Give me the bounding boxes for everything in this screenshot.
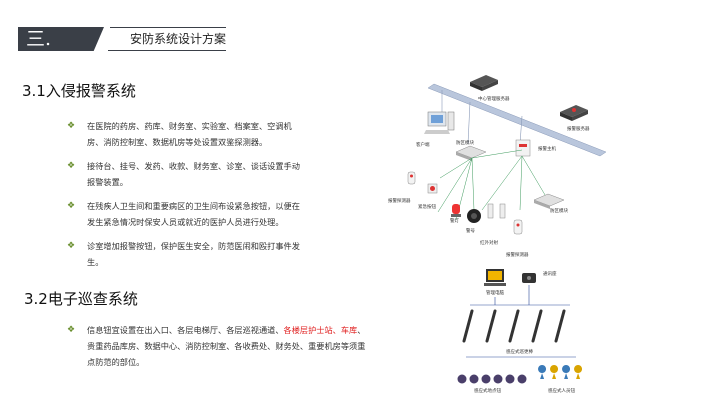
patrol-sticks-icon bbox=[462, 309, 566, 343]
label-detector-2: 报警探测器 bbox=[506, 251, 529, 258]
label-zone-module-1: 防区模块 bbox=[456, 139, 474, 146]
network-backbone bbox=[427, 83, 607, 157]
label-patrol-stick: 感应式巡更棒 bbox=[506, 348, 533, 355]
bullet-item: ❖ 信息钮宜设置在出入口、各层电梯厅、各层巡视通道、各楼层护士站、车库、贵重药品库… bbox=[67, 322, 367, 370]
diamond-bullet-icon: ❖ bbox=[67, 161, 76, 171]
alarm-server-icon bbox=[560, 105, 588, 121]
section-number-block: 三. bbox=[18, 27, 104, 51]
detector-1-icon bbox=[407, 171, 416, 185]
label-person-button: 感应式人员钮 bbox=[548, 387, 575, 394]
bullet-text: 诊室增加报警按钮，保护医生安全，防范医闹和殴打事件发生。 bbox=[87, 241, 300, 267]
label-computer: 管理电脑 bbox=[486, 289, 504, 296]
bullet-text-highlight: 各楼层护士站、车库 bbox=[283, 325, 358, 335]
diamond-bullet-icon: ❖ bbox=[67, 201, 76, 211]
label-siren: 警号 bbox=[466, 227, 475, 234]
section-number: 三. bbox=[26, 28, 52, 50]
label-client: 客户端 bbox=[416, 141, 430, 148]
intrusion-alarm-diagram: 中心管理服务器 报警服务器 客户端 防区模块 报警主机 报警探测器 紧急按钮 bbox=[388, 75, 607, 258]
center-server-icon bbox=[470, 75, 498, 91]
diamond-bullet-icon: ❖ bbox=[67, 325, 76, 335]
bullet-text-part2: 、贵重药品库房、数据中心、消防控制室、各收费处、财务处、重要机房等须重点防范的部… bbox=[87, 325, 366, 367]
zone-module-1-icon bbox=[455, 145, 487, 161]
point-buttons-icon bbox=[457, 374, 527, 384]
header-bottom-line bbox=[108, 50, 226, 51]
section1-title: 3.1入侵报警系统 bbox=[22, 82, 136, 100]
detector-2-icon bbox=[513, 219, 523, 235]
label-zone-module-2: 防区模块 bbox=[550, 207, 568, 214]
label-center-server: 中心管理服务器 bbox=[478, 95, 510, 102]
label-point-button: 感应式地点钮 bbox=[474, 387, 501, 394]
label-alarm-server: 报警服务器 bbox=[567, 125, 590, 132]
bullet-item: ❖ 在残疾人卫生间和重要病区的卫生间布设紧急按钮，以便在发生紧急情况时保安人员或就… bbox=[67, 198, 307, 230]
bullet-text-part1: 信息钮宜设置在出入口、各层电梯厅、各层巡视通道、 bbox=[87, 325, 284, 335]
section2-bullets: ❖ 信息钮宜设置在出入口、各层电梯厅、各层巡视通道、各楼层护士站、车库、贵重药品库… bbox=[67, 322, 367, 378]
diamond-bullet-icon: ❖ bbox=[67, 121, 76, 131]
label-ir-beam: 红外对射 bbox=[480, 239, 498, 246]
label-detector-1: 报警探测器 bbox=[388, 197, 411, 204]
zone-module-2-icon bbox=[533, 193, 565, 209]
header-top-line bbox=[110, 27, 226, 28]
bullet-item: ❖ 在医院的药房、药库、财务室、实验室、档案室、空调机房、消防控制室、数据机房等处… bbox=[67, 118, 307, 150]
bullet-item: ❖ 接待台、挂号、发药、收款、财务室、诊室、谈话设置手动报警装置。 bbox=[67, 158, 307, 190]
diamond-bullet-icon: ❖ bbox=[67, 241, 76, 251]
comm-seat-icon bbox=[522, 273, 536, 283]
person-buttons-icon bbox=[538, 365, 583, 379]
bullet-text: 在残疾人卫生间和重要病区的卫生间布设紧急按钮，以便在发生紧急情况时保安人员或就近… bbox=[87, 201, 300, 227]
label-comm-seat: 通讯座 bbox=[543, 270, 557, 277]
label-emergency-button: 紧急按钮 bbox=[418, 203, 436, 210]
label-strobe: 警灯 bbox=[450, 217, 459, 224]
ir-beam-icon bbox=[487, 203, 506, 219]
bullet-text: 在医院的药房、药库、财务室、实验室、档案室、空调机房、消防控制室、数据机房等处设… bbox=[87, 121, 292, 147]
alarm-host-icon bbox=[515, 139, 531, 157]
header-title: 安防系统设计方案 bbox=[129, 32, 226, 46]
patrol-system-diagram: 管理电脑 通讯座 感应式巡更棒 感应式地点钮 感应式人员钮 bbox=[457, 269, 583, 394]
strobe-light-icon bbox=[451, 204, 461, 217]
emergency-button-icon bbox=[427, 183, 438, 194]
client-computer-icon bbox=[424, 111, 455, 134]
label-alarm-host: 报警主机 bbox=[538, 145, 556, 152]
management-computer-icon bbox=[484, 269, 506, 286]
siren-icon bbox=[467, 209, 481, 223]
bullet-item: ❖ 诊室增加报警按钮，保护医生安全，防范医闹和殴打事件发生。 bbox=[67, 238, 307, 270]
section1-bullets: ❖ 在医院的药房、药库、财务室、实验室、档案室、空调机房、消防控制室、数据机房等处… bbox=[67, 118, 307, 278]
header-bar: 三. 安防系统设计方案 bbox=[18, 27, 226, 51]
bullet-text: 接待台、挂号、发药、收款、财务室、诊室、谈话设置手动报警装置。 bbox=[87, 161, 300, 187]
section2-title: 3.2电子巡查系统 bbox=[24, 290, 138, 308]
